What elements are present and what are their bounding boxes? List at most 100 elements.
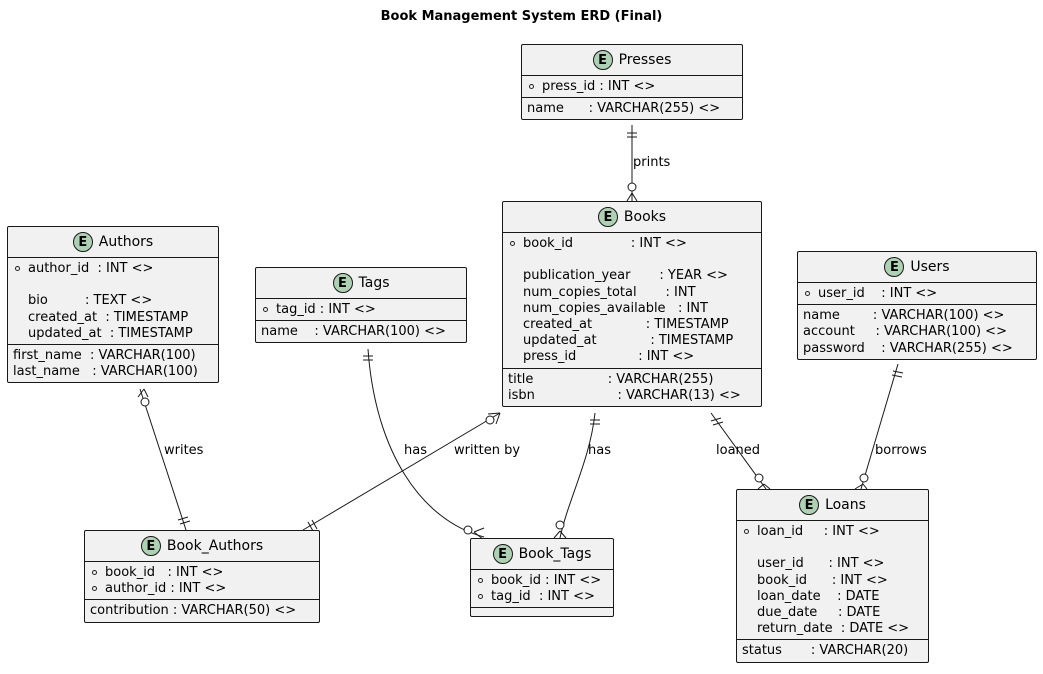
key-attribute: tag_id : INT <> [471,589,613,605]
field-compartment-empty [471,608,613,616]
key-compartment: author_id : INT <> bio : TEXT <> created… [8,258,218,345]
attribute: updated_at : TIMESTAMP [28,325,193,341]
relationship-label-tags-has: has [404,443,427,458]
key-compartment: book_id : INT <> tag_id : INT <> [471,570,613,609]
attribute: created_at : TIMESTAMP [523,316,729,332]
field-attribute: name : VARCHAR(100) <> [803,308,1005,324]
entity-presses[interactable]: E Presses press_id : INT <> name : VARCH… [521,44,743,121]
relationship-label-borrows: borrows [875,443,927,458]
entity-book-authors[interactable]: E Book_Authors book_id : INT <> author_i… [84,530,320,623]
attribute: num_copies_available : INT [523,300,708,316]
entity-name: Tags [358,274,390,291]
entity-name: Books [623,208,667,225]
edge-written-by [302,412,501,532]
attribute-spacer [503,252,761,268]
field-compartment: status : VARCHAR(20) [737,640,928,661]
attribute: loan_date : DATE [757,588,880,604]
key-compartment: loan_id : INT <> user_id : INT <> book_i… [737,521,928,641]
field-attribute: password : VARCHAR(255) <> [803,340,1013,356]
key-attribute: author_id : INT <> [85,581,319,597]
entity-icon: E [597,207,618,227]
attribute: press_id : INT <> [523,349,695,365]
edge-books-has [553,412,600,539]
attribute: num_copies_total : INT [523,284,696,300]
field-attribute: contribution : VARCHAR(50) <> [90,603,297,619]
entity-header: E Users [798,252,1036,283]
key-attribute: author_id : INT <> [8,261,218,277]
key-attribute: press_id : INT <> [522,79,742,95]
field-attribute: status : VARCHAR(20) [742,643,909,659]
entity-name: Book_Tags [518,545,592,562]
entity-tags[interactable]: E Tags tag_id : INT <> name : VARCHAR(10… [255,267,467,344]
entity-header: E Book_Tags [471,539,613,570]
entity-loans[interactable]: E Loans loan_id : INT <> user_id : INT <… [736,489,929,663]
relationship-label-prints: prints [633,155,671,170]
entity-icon: E [72,232,93,252]
field-compartment: title : VARCHAR(255) isbn : VARCHAR(13) … [503,369,761,406]
key-attribute: tag_id : INT <> [256,302,466,318]
entity-books[interactable]: E Books book_id : INT <> publication_yea… [502,201,762,407]
entity-icon: E [140,536,161,556]
attribute: book_id : INT <> [757,572,888,588]
field-attribute: name : VARCHAR(100) <> [261,324,446,340]
attribute: due_date : DATE [757,604,881,620]
entity-icon: E [592,50,613,70]
edge-borrows [854,363,904,490]
entity-header: E Tags [256,268,466,299]
field-compartment: first_name : VARCHAR(100) last_name : VA… [8,345,218,382]
diagram-title: Book Management System ERD (Final) [380,9,663,24]
key-compartment: tag_id : INT <> [256,299,466,322]
field-attribute: title : VARCHAR(255) [508,371,714,387]
entity-book-tags[interactable]: E Book_Tags book_id : INT <> tag_id : IN… [470,538,614,618]
edge-writes [137,388,191,531]
field-attribute: account : VARCHAR(100) <> [803,324,1007,340]
key-compartment: book_id : INT <> author_id : INT <> [85,562,319,601]
attribute: user_id : INT <> [757,556,885,572]
entity-header: E Loans [737,490,928,521]
field-compartment: name : VARCHAR(255) <> [522,98,742,119]
attribute: updated_at : TIMESTAMP [523,333,734,349]
field-attribute: name : VARCHAR(255) <> [527,101,721,117]
key-attribute: user_id : INT <> [798,286,1036,302]
entity-icon: E [799,495,820,515]
entity-authors[interactable]: E Authors author_id : INT <> bio : TEXT … [7,226,219,384]
entity-header: E Book_Authors [85,531,319,562]
entity-header: E Authors [8,227,218,258]
attribute-spacer [737,540,928,556]
entity-icon: E [884,257,905,277]
entity-users[interactable]: E Users user_id : INT <> name : VARCHAR(… [797,251,1037,360]
edge-tags-has [363,348,485,541]
key-attribute: book_id : INT <> [503,236,761,252]
key-compartment: press_id : INT <> [522,76,742,99]
relationship-label-books-has: has [588,443,611,458]
field-attribute: last_name : VARCHAR(100) [13,364,198,380]
field-attribute: first_name : VARCHAR(100) [13,347,196,363]
relationship-label-writes: writes [164,443,204,458]
edge-prints [626,125,638,202]
attribute: bio : TEXT <> [28,293,153,309]
edge-loaned [710,412,771,490]
key-attribute: book_id : INT <> [471,573,613,589]
entity-name: Loans [825,496,866,513]
relationship-label-written-by: written by [454,443,521,458]
field-compartment: name : VARCHAR(100) <> account : VARCHAR… [798,305,1036,359]
entity-icon: E [492,544,513,564]
attribute-spacer [8,277,218,293]
key-attribute: loan_id : INT <> [737,524,928,540]
entity-name: Authors [98,233,154,250]
attribute: created_at : TIMESTAMP [28,309,189,325]
entity-name: Book_Authors [166,537,264,554]
entity-header: E Books [503,202,761,233]
entity-name: Presses [618,51,672,68]
attribute: publication_year : YEAR <> [523,268,728,284]
field-compartment: contribution : VARCHAR(50) <> [85,600,319,621]
key-compartment: book_id : INT <> publication_year : YEAR… [503,233,761,369]
field-compartment: name : VARCHAR(100) <> [256,321,466,342]
field-attribute: isbn : VARCHAR(13) <> [508,387,741,403]
key-attribute: book_id : INT <> [85,565,319,581]
entity-icon: E [332,273,353,293]
relationship-label-loaned: loaned [716,443,761,458]
entity-header: E Presses [522,45,742,76]
key-compartment: user_id : INT <> [798,283,1036,306]
